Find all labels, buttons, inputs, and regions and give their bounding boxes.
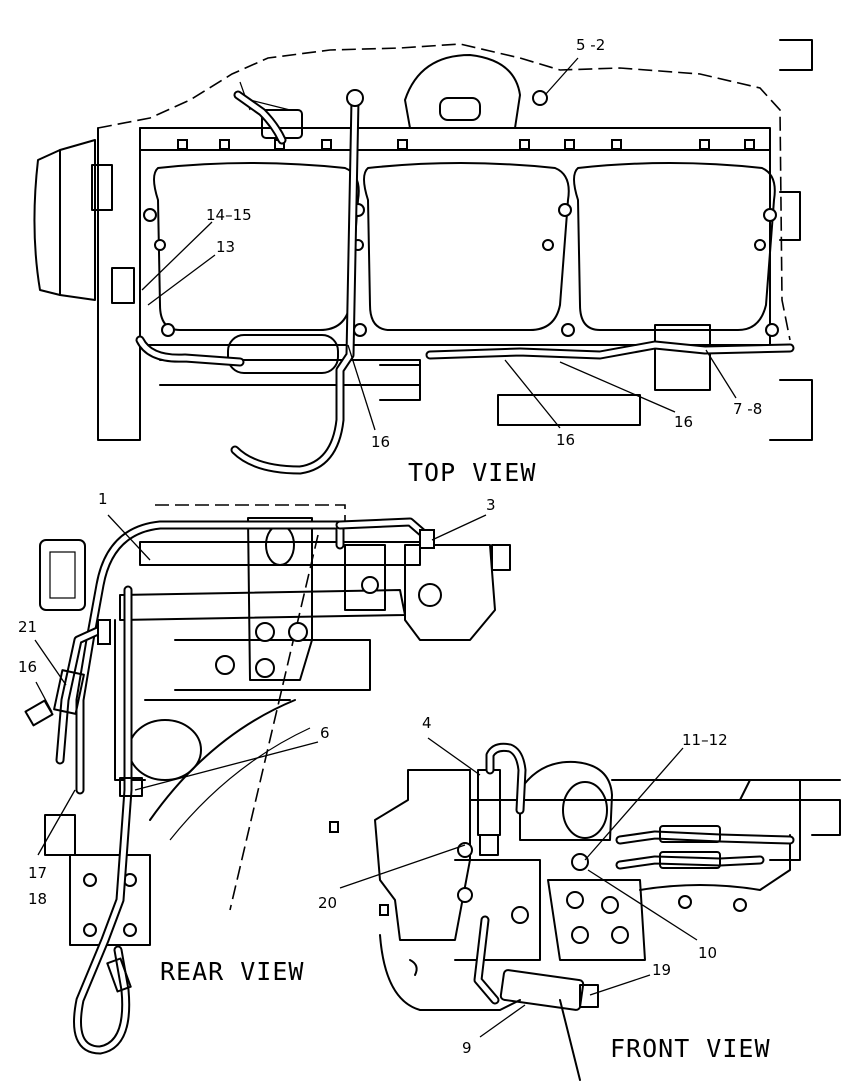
- callout-1: 1: [98, 490, 108, 508]
- callout-18: 18: [28, 890, 47, 908]
- callout-7-8: 7 -8: [733, 400, 762, 418]
- callout-16-top-a: 16: [371, 433, 390, 451]
- callout-21: 21: [18, 618, 37, 636]
- callout-labels: 5 -2 14–15 13 16 16 16 7 -8 1 3 21 16 6 …: [18, 36, 762, 1057]
- callout-17: 17: [28, 864, 47, 882]
- callout-14-15: 14–15: [206, 206, 252, 224]
- callout-16-top-b: 16: [556, 431, 575, 449]
- callout-11-12: 11–12: [682, 731, 728, 749]
- rear-view-title: REAR VIEW: [160, 957, 304, 986]
- callout-16-rear: 16: [18, 658, 37, 676]
- callout-10: 10: [698, 944, 717, 962]
- callout-16-top-c: 16: [674, 413, 693, 431]
- callout-3: 3: [486, 496, 496, 514]
- top-view-drawing: [33, 39, 813, 475]
- callout-13: 13: [216, 238, 235, 256]
- callout-19: 19: [652, 961, 671, 979]
- leader-lines: [34, 57, 737, 1038]
- callout-20: 20: [318, 894, 337, 912]
- top-view-title: TOP VIEW: [408, 458, 536, 487]
- front-view-title: FRONT VIEW: [610, 1034, 771, 1063]
- callout-5-2: 5 -2: [576, 36, 605, 54]
- callout-4: 4: [422, 714, 432, 732]
- callout-6: 6: [320, 724, 330, 742]
- callout-9: 9: [462, 1039, 472, 1057]
- front-view-drawing: [329, 742, 841, 1081]
- rear-view-drawing: [24, 504, 511, 1055]
